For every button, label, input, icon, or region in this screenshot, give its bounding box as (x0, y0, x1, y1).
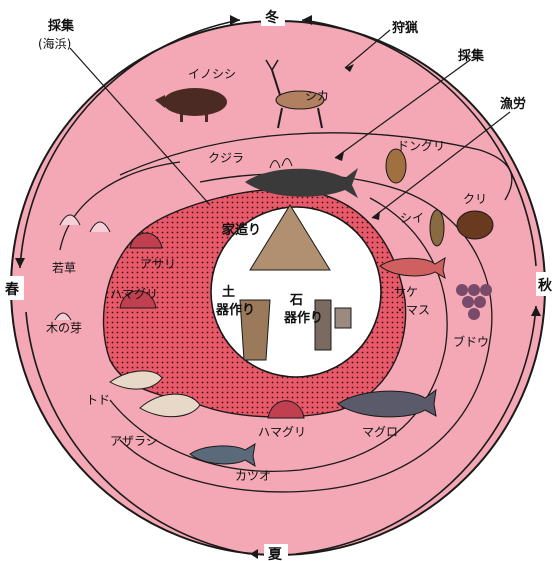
season-autumn-label: 秋 (538, 277, 553, 294)
shii-label: シイ (400, 211, 424, 225)
deer-label: シカ (305, 89, 329, 103)
season-summer-label: 夏 (268, 546, 283, 561)
stone-label-1: 石 (289, 293, 303, 308)
shore-gathering-label: 採集 (48, 18, 75, 34)
season-winter-label: 冬 (265, 9, 279, 26)
boar-label: イノシシ (188, 67, 236, 81)
grape-label: ブドウ (453, 334, 489, 349)
sealion-label: トド (86, 393, 110, 407)
clam-inner-label: ハマグリ (110, 287, 158, 301)
season-spring-label: 春 (4, 281, 20, 298)
asari-label: アサリ (140, 257, 176, 271)
house-building-label: 家造り (222, 222, 261, 238)
acorn-label: ドングリ (397, 139, 445, 153)
buds-label: 木の芽 (46, 321, 82, 335)
hunting-label: 狩猟 (392, 20, 418, 36)
acorn-icon (386, 149, 406, 183)
seal-label: アザラシ (110, 434, 158, 448)
shii-nut-icon (430, 210, 444, 246)
chestnut-icon (457, 211, 493, 239)
salmon-label-2: ・マス (394, 303, 430, 317)
pottery-label-2: 器作り (215, 302, 255, 318)
fishing-label: 漁労 (500, 96, 526, 112)
whale-label: クジラ (208, 151, 244, 165)
tuna-label: マグロ (362, 425, 398, 439)
pottery-label-1: 土 (222, 284, 235, 300)
salmon-label-1: サケ (394, 285, 418, 299)
bonito-label: カツオ (235, 469, 271, 483)
stone-label-2: 器作り (283, 310, 323, 326)
young-grass-label: 若草 (52, 261, 76, 275)
shore-gathering-sublabel: (海浜) (38, 36, 71, 51)
chestnut-label: クリ (463, 192, 487, 206)
gathering-label: 採集 (458, 48, 485, 64)
clam-label: ハマグリ (258, 425, 306, 439)
